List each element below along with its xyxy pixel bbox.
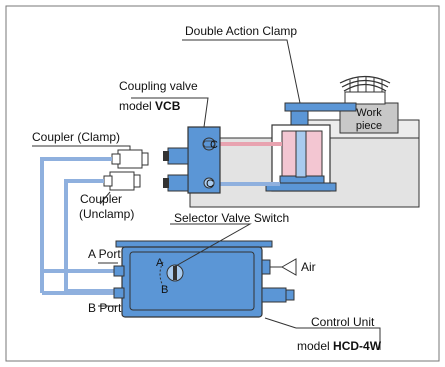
coupler-unclamp bbox=[103, 171, 141, 191]
port-c-upper-label: C bbox=[210, 139, 218, 151]
b-port-label: B Port bbox=[88, 301, 122, 315]
work-piece-label-1: Work bbox=[356, 107, 382, 119]
control-unit-model-label: model HCD-4W bbox=[297, 339, 382, 353]
leader-lines bbox=[32, 39, 381, 350]
coupling-valve-model-label: model VCB bbox=[119, 99, 181, 113]
coupler-clamp-label: Coupler (Clamp) bbox=[32, 130, 120, 144]
coupling-valve-vcb bbox=[187, 126, 221, 194]
control-unit-hcd-4w bbox=[113, 240, 295, 318]
clamp-spring bbox=[339, 75, 391, 105]
switch-a-label: A bbox=[156, 257, 164, 269]
work-piece-label-2: piece bbox=[356, 120, 382, 132]
coupling-valve-label: Coupling valve bbox=[119, 79, 198, 93]
air-label: Air bbox=[301, 260, 316, 274]
port-c-lower-label: C bbox=[206, 178, 214, 190]
selector-valve-switch-label: Selector Valve Switch bbox=[174, 211, 289, 225]
outer-frame bbox=[5, 5, 440, 362]
clamp-arm bbox=[284, 102, 357, 112]
double-action-clamp-label: Double Action Clamp bbox=[185, 24, 297, 38]
air-inlet-arrow bbox=[270, 258, 297, 276]
coupler-clamp bbox=[111, 149, 149, 169]
coupler-unclamp-label-2: (Unclamp) bbox=[79, 207, 134, 221]
a-port-hose bbox=[40, 157, 122, 273]
double-action-clamp-cylinder bbox=[265, 124, 337, 192]
valve-inlet-fitting-lower bbox=[163, 174, 189, 192]
control-unit-label: Control Unit bbox=[311, 315, 375, 329]
switch-b-label: B bbox=[161, 284, 168, 296]
valve-inlet-fitting-upper bbox=[163, 147, 189, 165]
coupler-unclamp-label-1: Coupler bbox=[80, 192, 122, 206]
a-port-label: A Port bbox=[88, 247, 121, 261]
selector-valve-switch bbox=[159, 261, 184, 287]
